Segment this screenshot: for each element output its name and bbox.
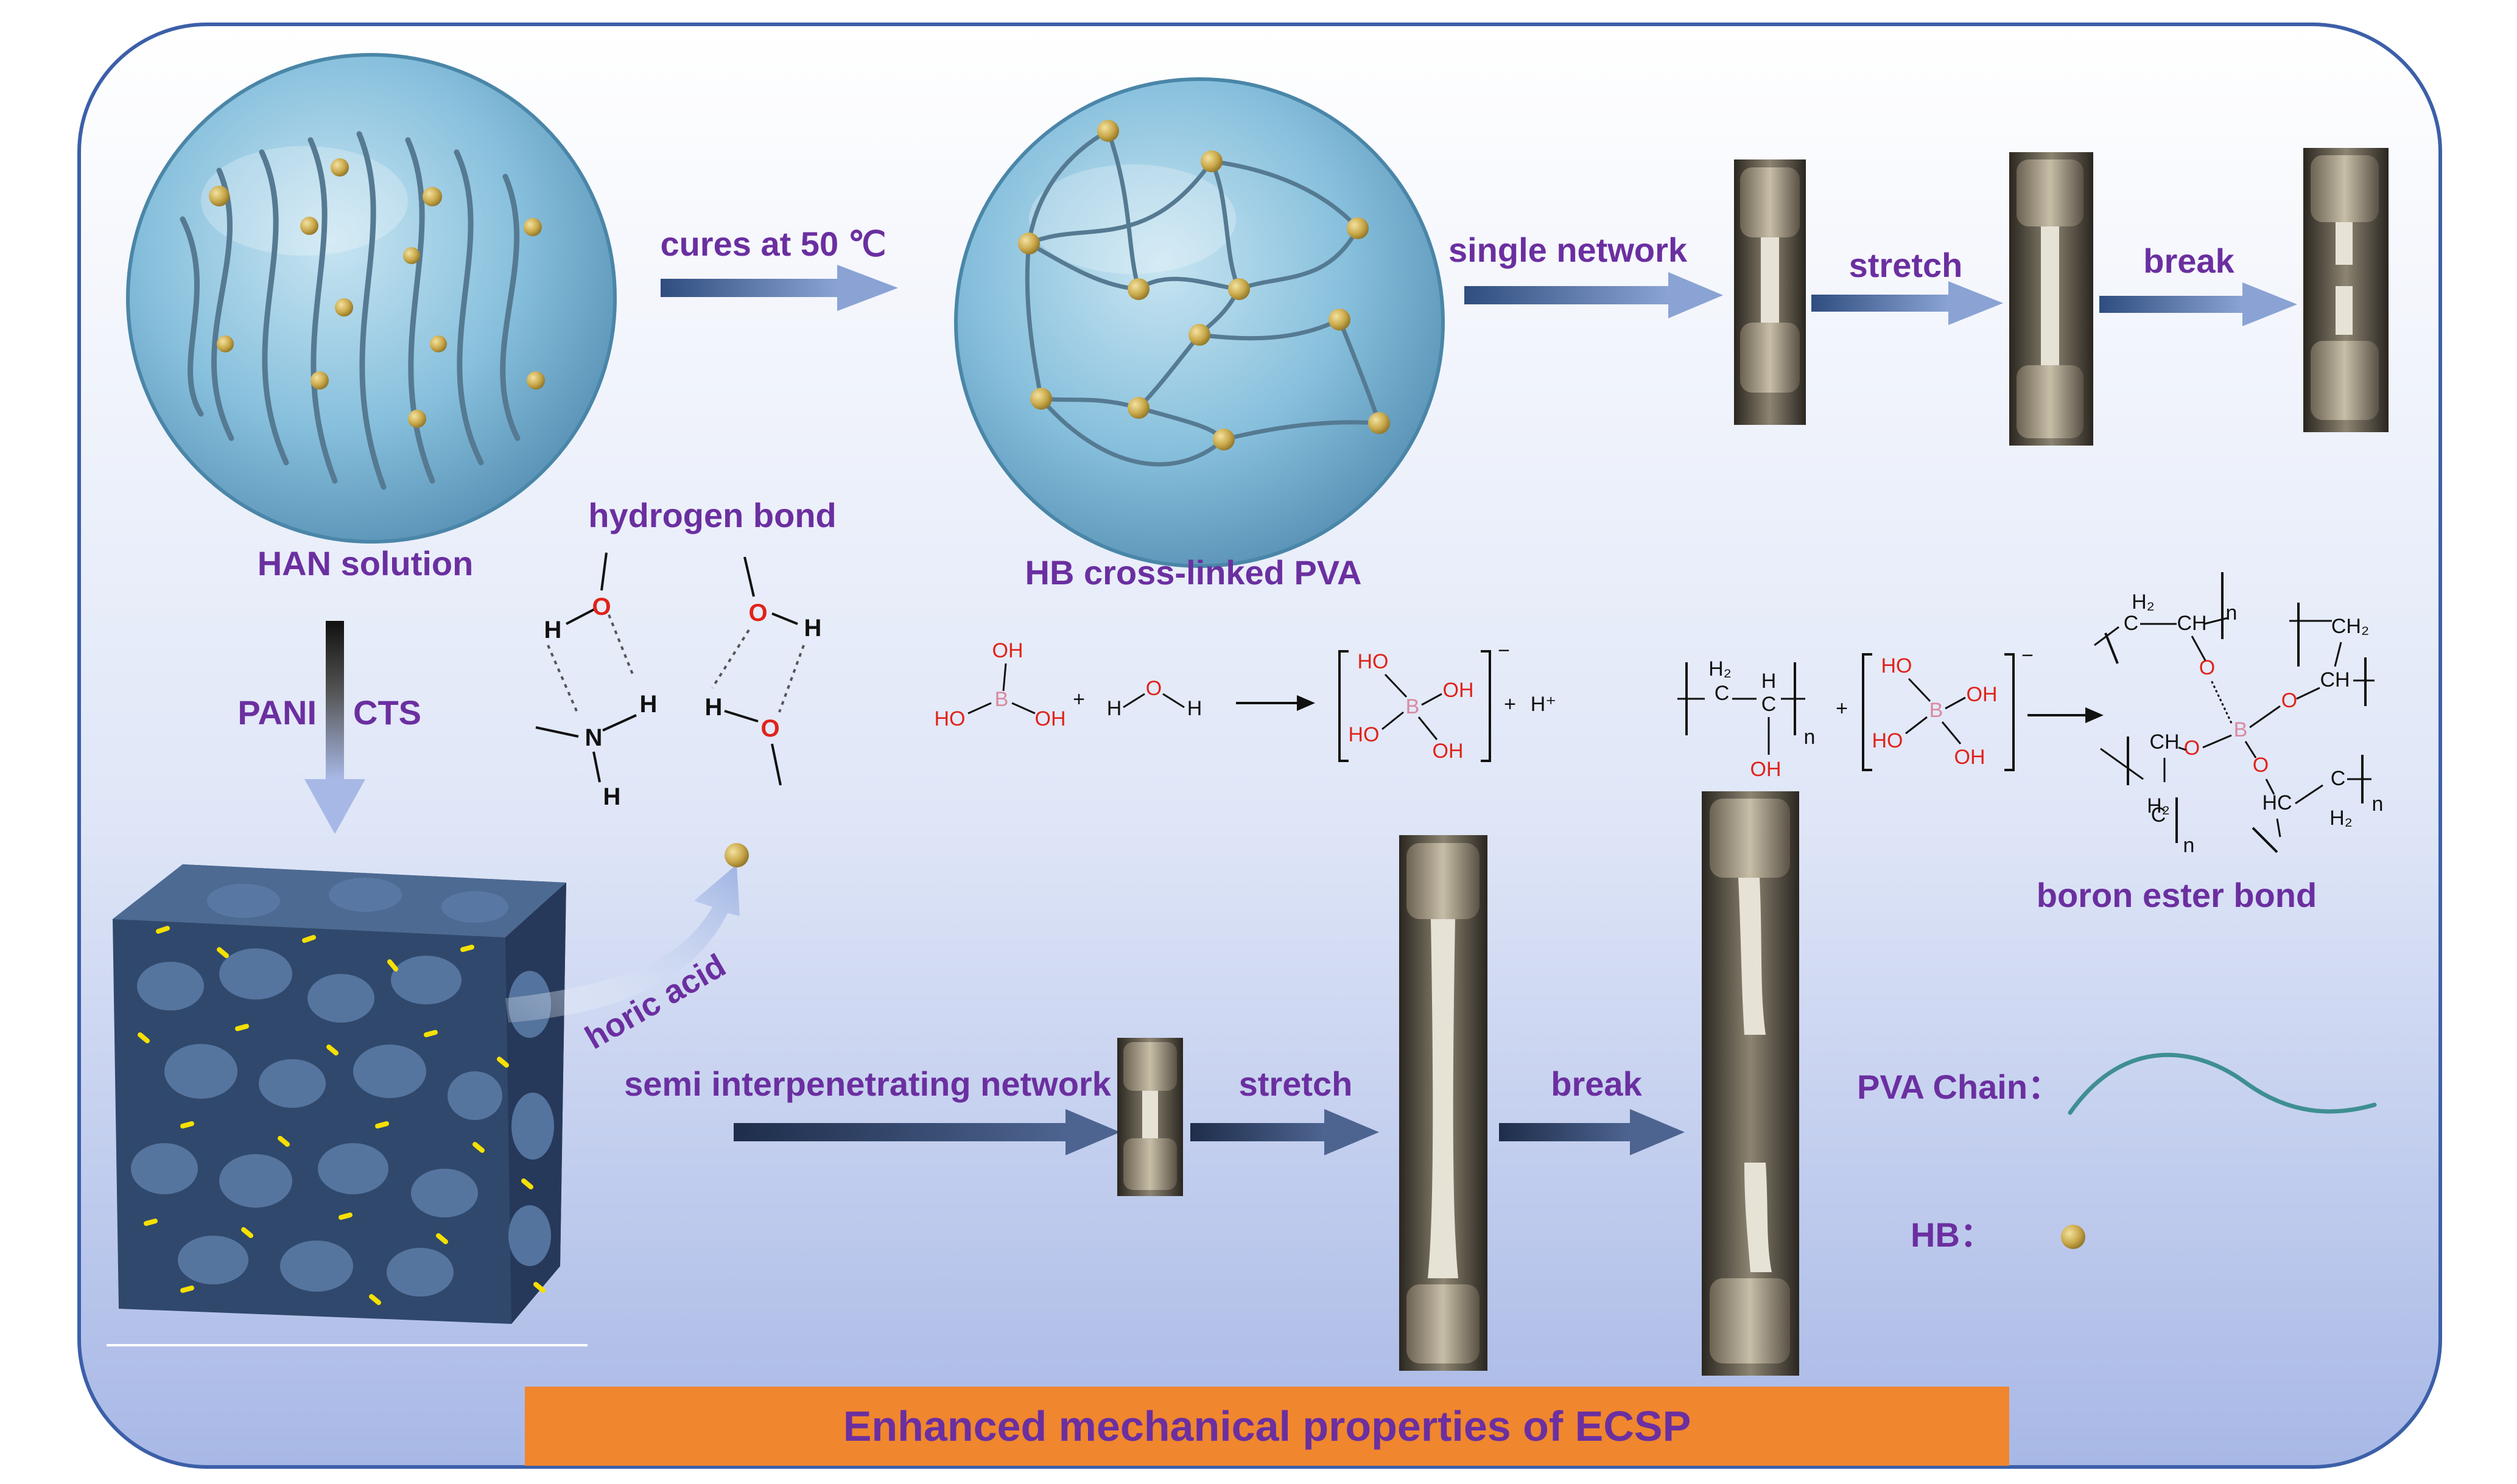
stretch-bottom-label: stretch [1239,1065,1353,1103]
boric-acid-equation: OH B HO OH + H O H − HO OH B HO OH + H⁺ [935,639,1557,763]
svg-text:H: H [1107,697,1122,720]
svg-text:OH: OH [1954,746,1985,769]
boron-ester-equation: H₂ C H C n OH + − HO OH B HO OH B O O O … [1677,572,2383,857]
svg-text:HO: HO [1358,650,1389,673]
svg-text:HO: HO [1349,723,1380,746]
svg-text:O: O [748,600,767,626]
porous-sponge-icon [107,864,588,1346]
han-solution-label: HAN solution [258,544,474,583]
svg-text:n: n [1804,726,1816,749]
svg-text:N: N [585,724,603,751]
svg-text:OH: OH [1967,683,1998,706]
tensile-clamp-icon [1734,159,1806,425]
arrow-break-top [2099,282,2297,326]
sphere-hb-pva-icon [954,77,1445,568]
svg-text:H₂: H₂ [2147,794,2170,817]
svg-text:−: − [1498,639,1510,662]
svg-text:C: C [2331,767,2346,790]
svg-text:OH: OH [1433,740,1464,763]
arrow-cures [661,265,898,311]
svg-text:n: n [2372,793,2384,816]
svg-text:n: n [2183,834,2195,857]
svg-text:O: O [1146,677,1162,700]
arrow-single-network [1464,272,1723,318]
tensile-clamp-icon [1702,791,1799,1376]
hb-crosslinked-label: HB cross-linked PVA [1025,553,1362,592]
arrow-curve-boric-acid [505,864,740,1023]
tensile-clamp-icon [2303,148,2389,432]
hb-legend-label: HB： [1911,1216,1994,1254]
svg-text:C: C [2124,612,2139,635]
svg-text:HO: HO [1881,654,1912,677]
svg-text:H₂: H₂ [2329,807,2353,830]
svg-text:H: H [1187,697,1202,720]
stretch-top-label: stretch [1849,246,1963,284]
hydrogen-bond-label: hydrogen bond [588,496,837,534]
svg-text:C: C [2151,803,2166,827]
svg-text:B: B [1406,695,1420,718]
svg-text:+: + [1073,688,1085,711]
arrow-stretch-top [1811,281,2003,325]
svg-text:CH₂: CH₂ [2331,615,2369,638]
arrow-down-pani-cts [304,621,365,834]
svg-text:H: H [603,783,621,810]
svg-text:B: B [2234,718,2248,741]
svg-text:O: O [760,715,779,742]
footer-banner: Enhanced mechanical properties of ECSP [525,1387,2009,1466]
svg-text:CH: CH [2177,612,2206,635]
arrow-break-bottom [1499,1109,1685,1155]
svg-text:H₂: H₂ [1708,657,1732,681]
svg-text:+: + [1504,693,1516,716]
cures-at-label: cures at 50 ℃ [660,225,886,263]
tensile-clamp-icon [1399,835,1487,1371]
svg-text:O: O [592,593,611,620]
svg-text:O: O [2281,689,2297,712]
svg-text:HO: HO [1872,729,1903,752]
pva-chain-legend-label: PVA Chain： [1857,1068,2062,1106]
svg-text:C: C [1761,693,1777,716]
cts-label: CTS [353,693,421,732]
svg-text:H: H [640,691,658,718]
hb-legend-dot-icon [2061,1225,2085,1249]
svg-text:n: n [2226,601,2238,625]
svg-text:O: O [2184,737,2200,760]
svg-text:H: H [1761,670,1777,693]
tensile-clamp-icon [1117,1038,1183,1196]
svg-text:H: H [804,615,822,642]
svg-text:CH: CH [2149,730,2179,754]
svg-text:H⁺: H⁺ [1531,693,1557,716]
break-top-label: break [2143,242,2234,280]
sphere-han-solution-icon [126,53,617,544]
pva-chain-legend-line [2068,1052,2377,1115]
arrow-stretch-bottom [1190,1109,1379,1155]
svg-text:H₂: H₂ [2132,590,2155,614]
svg-text:OH: OH [1443,679,1474,702]
hydrogen-bond-structure: O H N H H O H H O [535,552,822,810]
svg-text:−: − [2021,644,2034,667]
svg-text:H: H [544,617,562,643]
svg-text:OH: OH [992,639,1023,662]
svg-text:B: B [995,688,1009,711]
svg-text:B: B [1929,699,1943,722]
break-bottom-label: break [1551,1065,1642,1103]
boron-ester-bond-label: boron ester bond [2037,876,2317,914]
figure-frame [77,23,2442,1469]
pani-label: PANI [237,693,317,732]
svg-text:+: + [1836,697,1848,720]
svg-text:O: O [2199,656,2215,679]
svg-text:OH: OH [1750,758,1782,781]
hb-dot-icon [725,843,749,867]
svg-text:HC: HC [2262,791,2292,814]
tensile-clamp-icon [2009,152,2093,446]
semi-ipn-label: semi interpenetrating network [624,1065,1112,1103]
arrow-semi-ipn [734,1109,1120,1155]
svg-text:H: H [705,694,723,721]
svg-text:C: C [1715,682,1730,705]
svg-text:CH: CH [2320,668,2350,691]
svg-text:OH: OH [1035,707,1066,730]
single-network-label: single network [1448,231,1688,269]
svg-text:HO: HO [935,707,966,730]
